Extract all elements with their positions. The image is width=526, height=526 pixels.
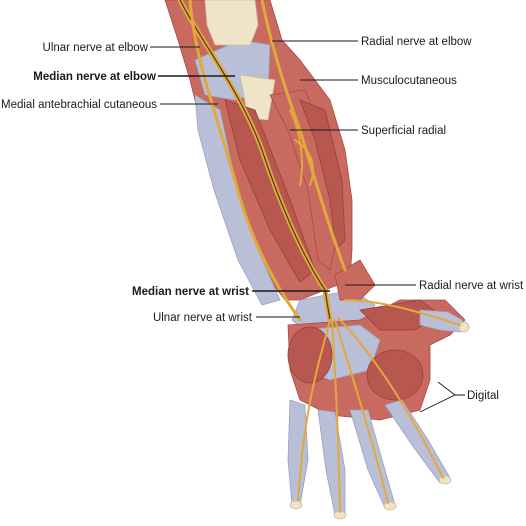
label-ulnar-nerve-at-wrist: Ulnar nerve at wrist: [153, 312, 253, 324]
label-digital: Digital: [467, 390, 499, 402]
label-median-nerve-at-elbow: Median nerve at elbow: [33, 71, 156, 83]
label-musculocutaneous: Musculocutaneous: [361, 75, 457, 87]
label-ulnar-nerve-at-elbow: Ulnar nerve at elbow: [43, 42, 149, 54]
leader-lines: [150, 40, 465, 413]
label-median-nerve-at-wrist: Median nerve at wrist: [132, 286, 249, 298]
labels: Ulnar nerve at elbow Median nerve at elb…: [1, 36, 524, 402]
label-medial-antebrachial-cutaneous: Medial antebrachial cutaneous: [1, 99, 157, 111]
forearm-illustration: [164, 0, 470, 520]
label-radial-nerve-at-elbow: Radial nerve at elbow: [361, 36, 472, 48]
nerve-paths: [177, 0, 461, 513]
label-superficial-radial: Superficial radial: [361, 125, 446, 137]
label-radial-nerve-at-wrist: Radial nerve at wrist: [419, 280, 524, 292]
